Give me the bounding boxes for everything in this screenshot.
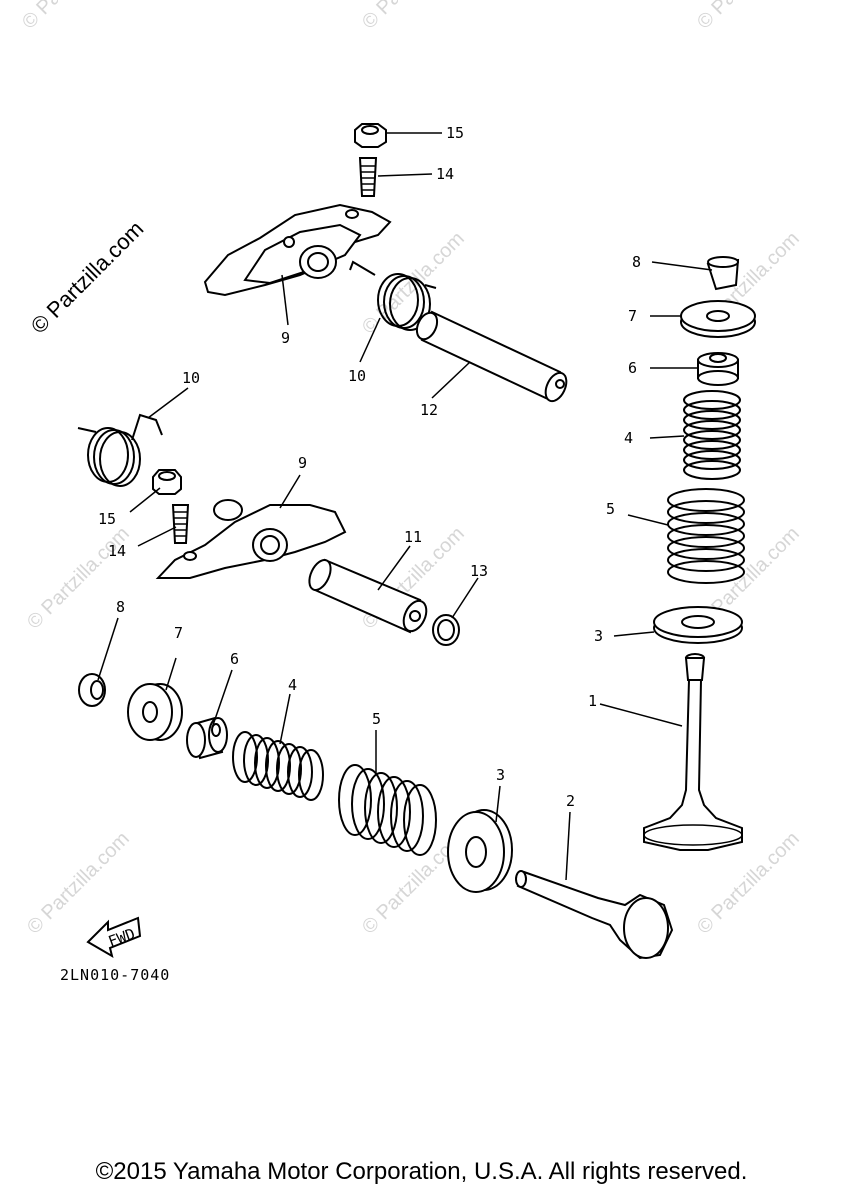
callout-8: 8	[632, 253, 641, 271]
valve-2-drawing	[515, 870, 674, 960]
callout-9: 9	[298, 454, 307, 472]
spring-retainer-7-right-drawing	[680, 300, 756, 338]
adjusting-screw-14-lower-drawing	[171, 504, 190, 544]
callout-3: 3	[594, 627, 603, 645]
callout-10: 10	[348, 367, 366, 385]
rocker-shaft-11-drawing	[308, 558, 428, 634]
watermark: © Partzilla.com	[693, 0, 804, 34]
outer-valve-spring-5-right-drawing	[667, 488, 745, 584]
callout-8: 8	[116, 598, 125, 616]
spring-seat-3-lower-drawing	[447, 809, 513, 893]
rocker-shaft-12-drawing	[415, 310, 568, 403]
rocker-arm-9-upper-drawing	[203, 203, 392, 297]
callout-5: 5	[372, 710, 381, 728]
inner-valve-spring-4-lower-drawing	[232, 731, 324, 801]
o-ring-13-drawing	[432, 614, 460, 646]
spring-retainer-7-lower-drawing	[127, 683, 183, 741]
callout-9: 9	[281, 329, 290, 347]
valve-stem-seal-6-right-drawing	[697, 352, 739, 386]
inner-valve-spring-4-right-drawing	[683, 390, 741, 480]
callout-4: 4	[288, 676, 297, 694]
callout-3: 3	[496, 766, 505, 784]
watermark: © Partzilla.com	[23, 523, 134, 634]
copyright-footer: ©2015 Yamaha Motor Corporation, U.S.A. A…	[95, 1158, 748, 1185]
rocker-arm-9-lower-drawing	[155, 499, 347, 579]
callout-6: 6	[230, 650, 239, 668]
callout-11: 11	[404, 528, 422, 546]
callout-2: 2	[566, 792, 575, 810]
callout-7: 7	[174, 624, 183, 642]
watermark-main: © Partzilla.com	[26, 216, 149, 339]
callout-5: 5	[606, 500, 615, 518]
lower-rocker-assembly	[77, 413, 460, 646]
callout-10: 10	[182, 369, 200, 387]
upper-rocker-assembly	[203, 123, 568, 403]
valve-1-drawing	[643, 653, 743, 851]
watermark: © Partzilla.com	[23, 828, 134, 939]
callout-14: 14	[108, 542, 126, 560]
diagram-code: 2LN010-7040	[60, 966, 170, 984]
callout-15: 15	[446, 124, 464, 142]
callout-12: 12	[420, 401, 438, 419]
spring-seat-3-right-drawing	[653, 606, 743, 644]
right-valve-stack	[643, 256, 756, 851]
adjusting-screw-14-upper-drawing	[358, 157, 378, 197]
callout-4: 4	[624, 429, 633, 447]
valve-stem-seal-6-lower-drawing	[186, 716, 228, 760]
callout-6: 6	[628, 359, 637, 377]
valve-cotter-8-right-drawing	[706, 256, 740, 291]
callout-15: 15	[98, 510, 116, 528]
fwd-arrow-icon: FWD	[86, 916, 142, 959]
outer-valve-spring-5-lower-drawing	[338, 764, 437, 856]
torsion-spring-10-lower-drawing	[77, 413, 163, 487]
callout-14: 14	[436, 165, 454, 183]
leader-lines	[97, 132, 713, 881]
callout-1: 1	[588, 692, 597, 710]
nut-15-upper-drawing	[354, 123, 387, 148]
watermark: © Partzilla.com	[18, 0, 129, 34]
torsion-spring-10-upper-drawing	[349, 260, 437, 331]
callout-13: 13	[470, 562, 488, 580]
watermark: © Partzilla.com	[358, 0, 469, 34]
valve-cotter-8-lower-drawing	[78, 673, 106, 707]
callout-labels: 15 14 9 10 12 8 7 6 4 5 3 1 10 9 15 14 1…	[98, 124, 641, 810]
callout-7: 7	[628, 307, 637, 325]
lower-valve-stack	[78, 673, 674, 960]
